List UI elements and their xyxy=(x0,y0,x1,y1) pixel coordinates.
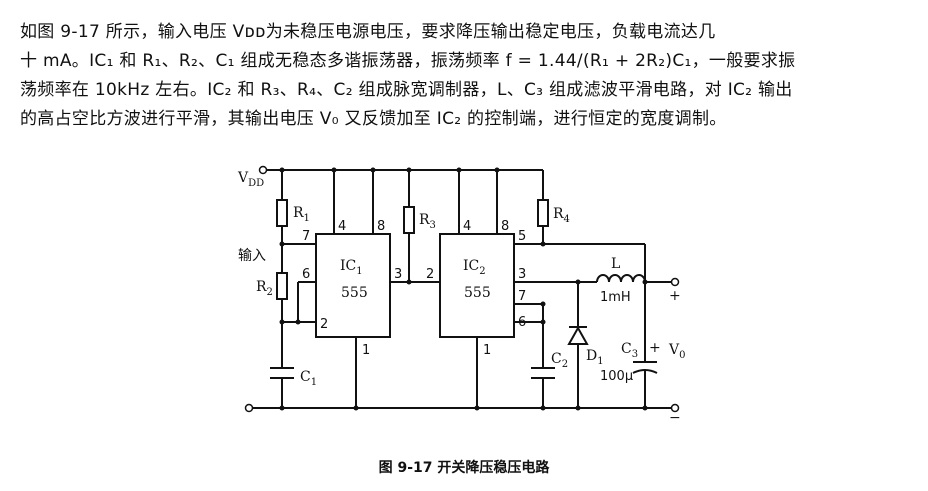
ic2-555-timer: IC2 555 4 8 2 5 3 7 6 1 xyxy=(426,170,526,408)
resistor-r3: R3 xyxy=(403,170,436,282)
figure-caption: 图 9-17 开关降压稳压电路 xyxy=(378,460,550,476)
body-paragraph: 如图 9-17 所示，输入电压 Vᴅᴅ为未稳压电源电压，要求降压输出稳定电压，负… xyxy=(20,18,915,134)
ic1-555-timer: IC1 555 4 8 7 6 2 3 1 xyxy=(302,170,402,408)
svg-text:D1: D1 xyxy=(586,348,604,367)
svg-text:4: 4 xyxy=(463,219,471,234)
paragraph-line: 如图 9-17 所示，输入电压 Vᴅᴅ为未稳压电源电压，要求降压输出稳定电压，负… xyxy=(20,22,716,42)
resistor-r2: R2 xyxy=(256,272,288,368)
svg-text:4: 4 xyxy=(338,219,346,234)
svg-text:1: 1 xyxy=(362,343,370,358)
svg-text:1mH: 1mH xyxy=(600,290,631,305)
svg-text:6: 6 xyxy=(302,267,310,282)
svg-text:IC1: IC1 xyxy=(340,258,363,277)
output-minus-sign: − xyxy=(669,410,681,426)
resistor-r1: R1 xyxy=(276,170,310,273)
svg-text:555: 555 xyxy=(464,285,491,301)
svg-text:8: 8 xyxy=(377,219,385,234)
svg-text:IC2: IC2 xyxy=(463,258,486,277)
output-plus-sign: + xyxy=(669,288,681,304)
svg-text:100μ: 100μ xyxy=(600,369,633,384)
svg-text:C3: C3 xyxy=(621,341,638,360)
svg-text:C2: C2 xyxy=(551,351,568,370)
ground-rail xyxy=(244,403,680,413)
paragraph-line: 十 mA。IC₁ 和 R₁、R₂、C₁ 组成无稳态多谐振荡器，振荡频率 f = … xyxy=(20,51,796,71)
svg-text:R1: R1 xyxy=(293,205,310,224)
vo-label: V0 xyxy=(668,342,686,361)
inductor-l: L 1mH xyxy=(596,256,672,305)
svg-text:3: 3 xyxy=(394,267,402,282)
svg-text:R4: R4 xyxy=(553,206,570,225)
svg-text:8: 8 xyxy=(501,219,509,234)
svg-text:7: 7 xyxy=(302,229,310,244)
svg-text:2: 2 xyxy=(426,267,434,282)
paragraph-line: 荡频率在 10kHz 左右。IC₂ 和 R₃、R₄、C₂ 组成脉宽调制器，L、C… xyxy=(20,80,793,100)
resistor-r4: R4 xyxy=(537,170,570,244)
svg-text:5: 5 xyxy=(518,229,526,244)
vdd-label: VDD xyxy=(237,170,264,189)
svg-text:3: 3 xyxy=(518,267,526,282)
svg-text:L: L xyxy=(611,256,620,272)
capacitor-c1: C1 xyxy=(270,367,317,408)
vdd-rail xyxy=(258,165,543,175)
paragraph-line: 的高占空比方波进行平滑，其输出电压 V₀ 又反馈加至 IC₂ 的控制端，进行恒定… xyxy=(20,109,727,129)
output-terminal-positive xyxy=(670,277,680,287)
diode-d1: D1 xyxy=(567,282,604,408)
svg-text:R2: R2 xyxy=(256,279,273,298)
capacitor-c3: C3 + 100μ xyxy=(600,282,661,408)
svg-text:1: 1 xyxy=(483,343,491,358)
svg-text:C1: C1 xyxy=(300,369,317,388)
svg-text:7: 7 xyxy=(518,289,526,304)
svg-text:R3: R3 xyxy=(419,212,436,231)
svg-text:2: 2 xyxy=(320,317,328,332)
svg-text:555: 555 xyxy=(341,285,368,301)
capacitor-c2: C2 xyxy=(531,351,568,408)
svg-text:+: + xyxy=(649,340,661,356)
input-label: 输入 xyxy=(238,248,266,264)
